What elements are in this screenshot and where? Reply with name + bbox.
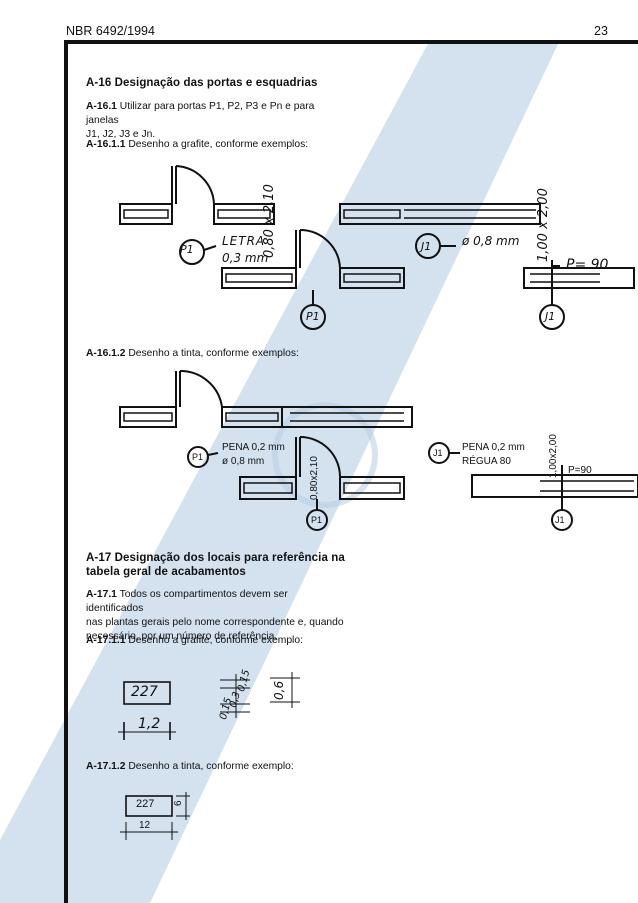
tag-p1-lower: P1 [311,515,323,525]
label-pen: PENA 0,2 mm [462,442,525,453]
label-diameter: ø 0,8 mm [222,456,265,467]
room-width: 1,2 [138,716,161,732]
room-box [123,681,171,705]
door-swing-arc [299,228,341,269]
para-number: A-16.1.2 [86,348,126,359]
para-a17-1-2: A-17.1.2 Desenho a tinta, conforme exemp… [86,760,294,774]
label-pen: PENA 0,2 mm [222,442,285,453]
door-swing-arc [175,165,215,205]
para-number: A-17.1 [86,589,117,600]
label-letter-size: 0,3 mm [222,251,269,265]
para-a16-1-1: A-16.1.1 Desenho a grafite, conforme exe… [86,138,308,152]
figure-room-ink [120,792,190,840]
para-text: Desenho a grafite, conforme exemplos: [125,139,309,150]
figure-graphite-openings [119,165,635,330]
para-text: Desenho a grafite, conforme exemplo: [125,635,303,646]
tag-j1: J1 [421,240,432,253]
wall-with-window [471,474,638,498]
para-text: J1, J2, J3 e Jn. [86,129,156,140]
wall-segment [239,476,297,500]
label-diameter: ø 0,8 mm [462,234,520,248]
tag-j1-lower: J1 [555,515,565,525]
title-line: tabela geral de acabamentos [86,566,246,578]
wall-with-window [523,267,635,289]
section-a16-title: A-16 Designação das portas e esquadrias [86,77,318,89]
wall-segment [119,406,177,428]
para-text: Desenho a tinta, conforme exemplos: [125,348,299,359]
para-a16-1-2: A-16.1.2 Desenho a tinta, conforme exemp… [86,347,299,361]
tag-p1-lower: P1 [306,310,320,323]
wall-with-window [281,406,413,428]
title-line: A-17 Designação dos locais para referênc… [86,552,345,564]
door-dimension: 0,80 x 2,10 [262,184,277,258]
figure-room-graphite [118,672,300,740]
room-height: 0,6 [272,680,286,700]
label-ruler: RÉGUA 80 [462,456,511,467]
left-margin-rule [64,40,68,903]
wall-with-window [339,203,541,225]
header-rule [64,40,638,44]
wall-segment [119,203,173,225]
tag-j1-lower: J1 [545,310,556,323]
tag-p1: P1 [180,243,194,256]
para-text: Todos os compartimentos devem ser identi… [86,589,288,614]
room-number: 227 [131,684,158,700]
room-height: 6 [173,800,184,806]
page-number: 23 [594,24,608,38]
para-text: Utilizar para portas P1, P2, P3 e Pn e p… [86,101,315,126]
wall-segment [221,267,297,289]
wall-core [123,209,169,219]
door-tag-circle [179,239,205,265]
tag-j1: J1 [433,448,443,458]
wall-segment [213,203,275,225]
door-tag-circle [187,446,209,468]
tag-p1: P1 [192,452,204,462]
para-text: Desenho a tinta, conforme exemplo: [125,761,294,772]
watermark-seal [272,402,378,508]
room-number: 227 [136,798,155,810]
label-letra: LETRA [222,234,266,248]
window-dimension: 1,00 x 2,00 [536,188,551,262]
sill-height: P=90 [568,465,592,476]
wall-segment [339,267,405,289]
wall-segment [221,406,283,428]
section-a17-title: A-17 Designação dos locais para referênc… [86,551,346,579]
para-text: nas plantas gerais pelo nome corresponde… [86,617,344,628]
para-a16-1: A-16.1 Utilizar para portas P1, P2, P3 e… [86,100,346,142]
para-a17-1-1: A-17.1.1 Desenho a grafite, conforme exe… [86,634,303,648]
para-number: A-17.1.2 [86,761,126,772]
door-dimension: 0,80x2,10 [309,456,320,500]
room-box [125,795,173,817]
figure-ink-openings [119,369,638,531]
door-swing-arc [179,369,223,408]
standard-code: NBR 6492/1994 [66,24,155,38]
sill-height: P= 90 [566,257,609,273]
para-text: necessário, por um número de referência. [86,631,278,642]
para-number: A-16.1 [86,101,117,112]
para-number: A-16.1.1 [86,139,126,150]
para-a17-1: A-17.1 Todos os compartimentos devem ser… [86,588,346,644]
para-number: A-17.1.1 [86,635,126,646]
wall-core [217,209,271,219]
room-width: 12 [139,820,151,831]
door-swing-arc [299,436,341,478]
wall-segment [339,476,405,500]
window-dimension: 1,00x2,00 [548,434,559,478]
